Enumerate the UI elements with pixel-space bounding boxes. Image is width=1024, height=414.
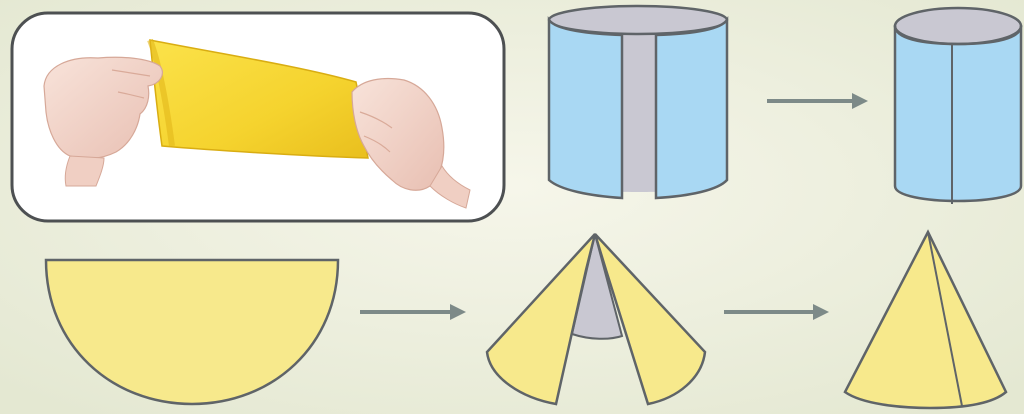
- cylinder-closed-body: [895, 26, 1021, 201]
- cylinder-open-seam: [549, 6, 727, 198]
- cylinder-left-wall: [549, 20, 622, 198]
- cylinder-closed: [895, 8, 1021, 204]
- cylinder-right-wall: [656, 20, 727, 198]
- cylinder-closed-top: [895, 8, 1021, 44]
- photo-hands-rolling-paper: [12, 13, 504, 221]
